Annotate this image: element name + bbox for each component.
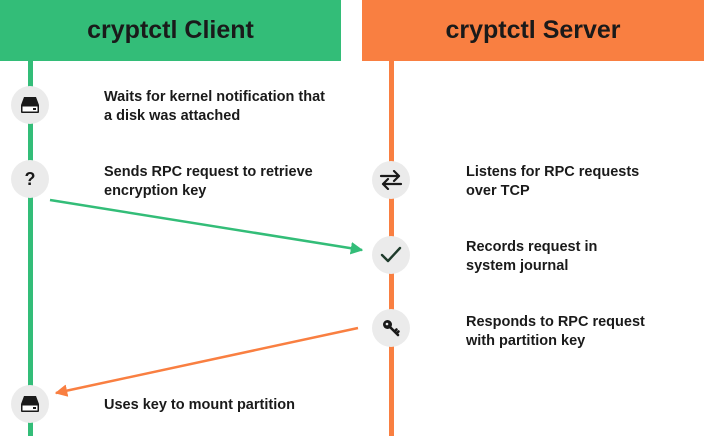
response-message-arrow — [54, 326, 359, 397]
server-title: cryptctl Server — [445, 16, 621, 44]
server-step-2-node — [372, 236, 410, 274]
checkmark-icon — [380, 246, 402, 263]
client-title: cryptctl Client — [87, 16, 254, 44]
key-icon — [383, 320, 400, 337]
server-step-3-node — [372, 309, 410, 347]
request-message-arrow — [49, 198, 364, 255]
client-step-2-text: Sends RPC request to retrieve encryption… — [104, 164, 313, 199]
disk-icon — [21, 97, 39, 113]
client-step-3-node — [11, 385, 49, 423]
server-step-2-text: Records request in system journal — [466, 239, 598, 274]
client-step-3-text: Uses key to mount partition — [104, 397, 295, 413]
disk-icon — [21, 396, 39, 412]
svg-text:?: ? — [25, 169, 36, 189]
client-step-1-node — [11, 86, 49, 124]
server-step-1-node — [372, 161, 410, 199]
client-lifeline — [28, 61, 33, 436]
question-icon: ? — [25, 169, 36, 189]
client-step-2-node: ? — [11, 160, 49, 198]
server-column-header: cryptctl Server — [362, 0, 704, 61]
server-step-3-text: Responds to RPC request with partition k… — [466, 314, 645, 349]
exchange-arrows-icon — [379, 170, 403, 190]
server-step-1-text: Listens for RPC requests over TCP — [466, 164, 640, 199]
client-step-1-text: Waits for kernel notification that a dis… — [104, 89, 326, 124]
client-column-header: cryptctl Client — [0, 0, 341, 61]
